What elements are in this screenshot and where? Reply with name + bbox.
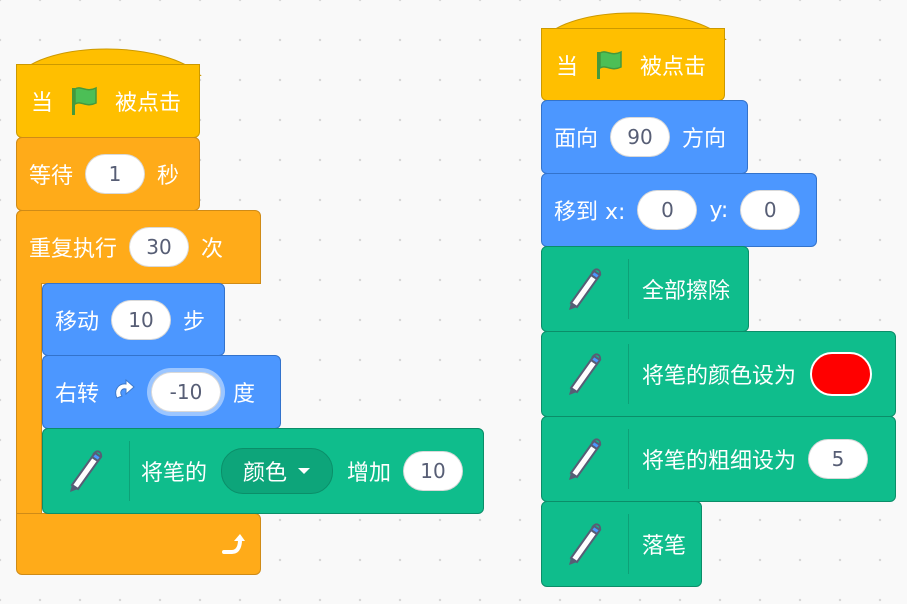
block-label: 方向 — [682, 127, 727, 152]
green-flag-icon[interactable] — [67, 84, 101, 118]
block-label: 将笔的 — [141, 461, 208, 486]
separator — [628, 259, 629, 319]
change-pen-param-block[interactable]: 将笔的 颜色 增加 10 — [42, 428, 484, 514]
block-label: 移到 x: — [554, 200, 626, 225]
turn-right-block[interactable]: 右转 -10 度 — [42, 355, 281, 429]
block-label: 移动 — [55, 309, 100, 335]
pen-icon — [569, 353, 602, 395]
pen-extension-icon-area — [542, 332, 628, 416]
block-label: 增加 — [347, 461, 392, 486]
block-label: y: — [709, 197, 729, 223]
pen-clear-block[interactable]: 全部擦除 — [541, 246, 749, 332]
move-steps-block[interactable]: 移动 10 步 — [42, 283, 225, 356]
block-label: 落笔 — [642, 534, 687, 559]
change-amount-input[interactable]: 10 — [403, 451, 464, 491]
block-label: 将笔的颜色设为 — [642, 364, 797, 389]
separator — [628, 344, 629, 404]
block-label: 重复执行 — [29, 237, 118, 262]
when-flag-clicked-block[interactable]: 当 被点击 — [16, 64, 200, 138]
set-pen-size-block[interactable]: 将笔的粗细设为 5 — [541, 416, 896, 502]
repeat-block[interactable]: 重复执行 30 次 — [16, 210, 261, 284]
pen-color-picker[interactable] — [810, 352, 873, 396]
repeat-count-input[interactable]: 30 — [129, 227, 190, 267]
pen-size-input[interactable]: 5 — [808, 439, 869, 479]
set-pen-color-block[interactable]: 将笔的颜色设为 — [541, 331, 896, 417]
block-label: 次 — [201, 237, 224, 262]
pen-extension-icon-area — [542, 417, 628, 501]
rotate-right-icon — [115, 378, 135, 399]
caret-down-icon — [298, 468, 311, 474]
block-label: 等待 — [29, 164, 74, 189]
direction-input[interactable]: 90 — [610, 117, 671, 157]
separator — [628, 429, 629, 489]
dropdown-value: 颜色 — [243, 461, 288, 486]
separator — [129, 441, 130, 501]
pen-param-dropdown[interactable]: 颜色 — [221, 448, 334, 494]
pen-down-block[interactable]: 落笔 — [541, 501, 702, 587]
pen-icon — [70, 450, 103, 492]
block-label: 右转 — [55, 382, 100, 407]
pen-icon — [569, 268, 602, 310]
block-label: 全部擦除 — [642, 279, 731, 304]
y-input[interactable]: 0 — [740, 190, 801, 230]
pen-extension-icon-area — [43, 429, 129, 513]
block-label: 被点击 — [115, 91, 182, 116]
move-steps-input[interactable]: 10 — [111, 299, 172, 340]
when-flag-clicked-block[interactable]: 当 被点击 — [541, 28, 725, 101]
block-label: 度 — [233, 382, 256, 407]
pen-icon — [569, 438, 602, 480]
wait-block[interactable]: 等待 1 秒 — [16, 137, 200, 211]
block-label: 面向 — [554, 127, 599, 152]
block-label: 秒 — [157, 164, 180, 189]
goto-xy-block[interactable]: 移到 x: 0 y: 0 — [541, 173, 817, 247]
block-label: 当 — [556, 54, 579, 80]
x-input[interactable]: 0 — [637, 190, 698, 230]
pen-extension-icon-area — [542, 247, 628, 331]
pen-icon — [569, 523, 602, 565]
block-label: 当 — [31, 91, 54, 116]
point-direction-block[interactable]: 面向 90 方向 — [541, 100, 748, 174]
turn-degrees-input[interactable]: -10 — [151, 372, 222, 412]
green-flag-icon[interactable] — [592, 48, 626, 82]
wait-seconds-input[interactable]: 1 — [85, 154, 146, 194]
repeat-block-bottom[interactable] — [16, 513, 261, 575]
separator — [628, 514, 629, 574]
loop-arrow-icon — [222, 534, 245, 554]
repeat-block-arm — [16, 283, 42, 515]
pen-extension-icon-area — [542, 502, 628, 586]
block-label: 被点击 — [640, 54, 707, 80]
block-label: 将笔的粗细设为 — [642, 449, 797, 474]
block-label: 步 — [183, 309, 206, 335]
